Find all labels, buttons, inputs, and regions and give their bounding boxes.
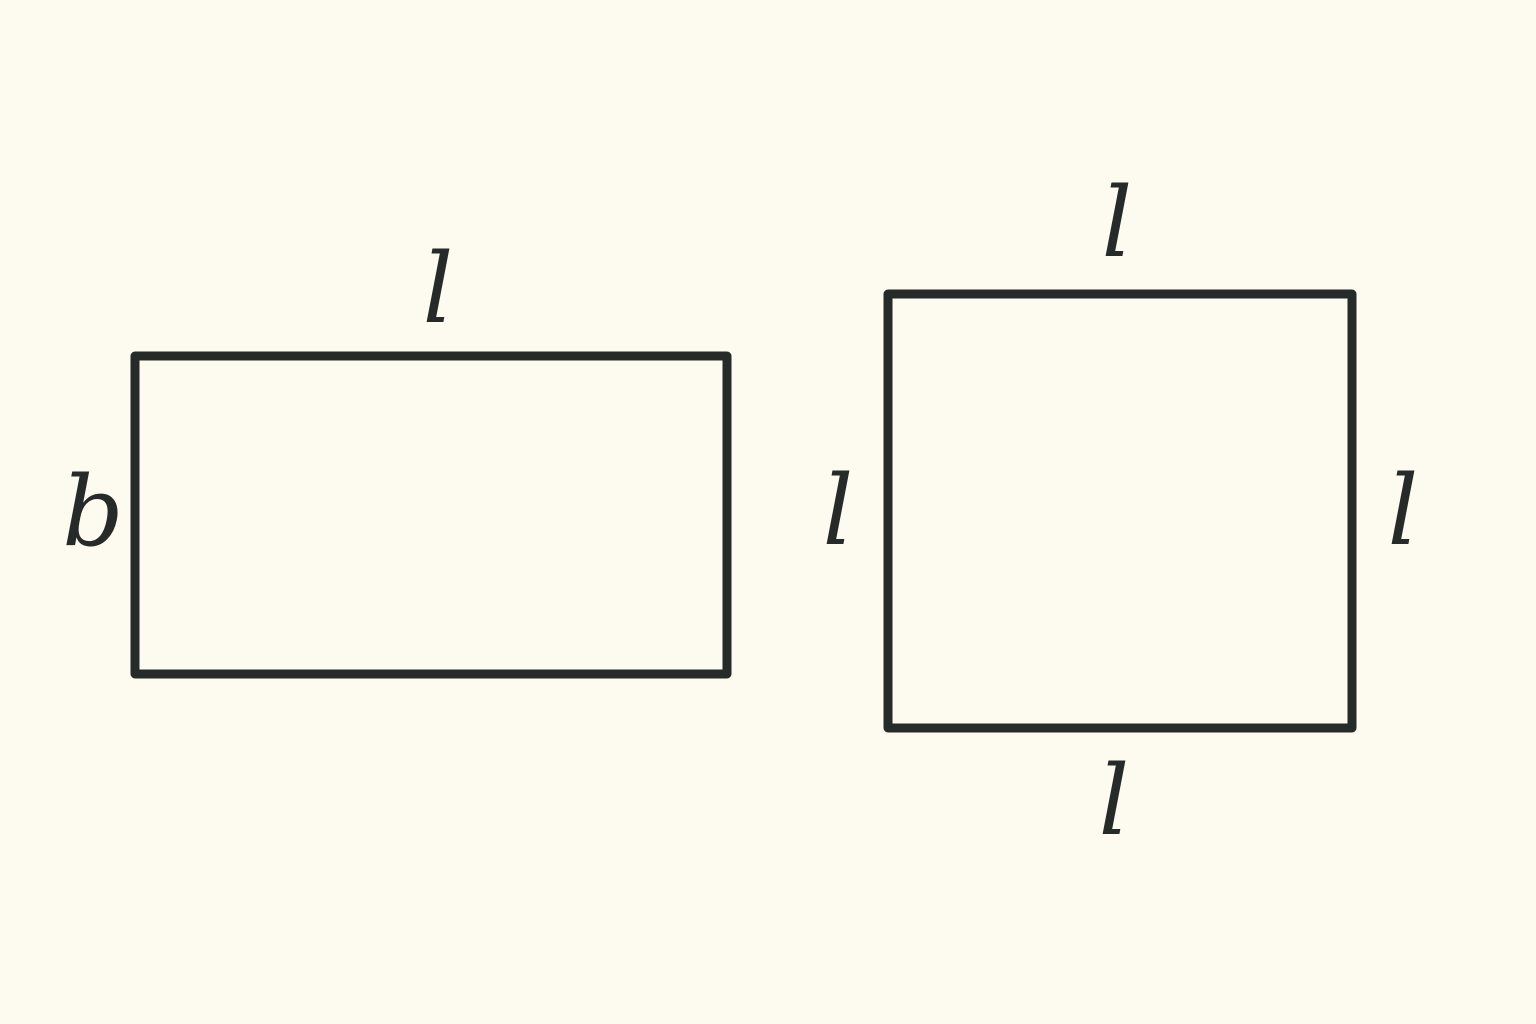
rectangle-figure: l b [62, 233, 732, 679]
rectangle-top-label: l [423, 233, 454, 345]
square-figure: l l l l [823, 167, 1419, 857]
square-left-label: l [823, 455, 854, 567]
square-right-label: l [1388, 455, 1419, 567]
rectangle-left-label: b [62, 456, 123, 568]
square-bottom-label: l [1099, 745, 1130, 857]
rectangle-outline [130, 351, 732, 679]
square-top-label: l [1102, 167, 1133, 279]
square-outline [883, 289, 1357, 733]
